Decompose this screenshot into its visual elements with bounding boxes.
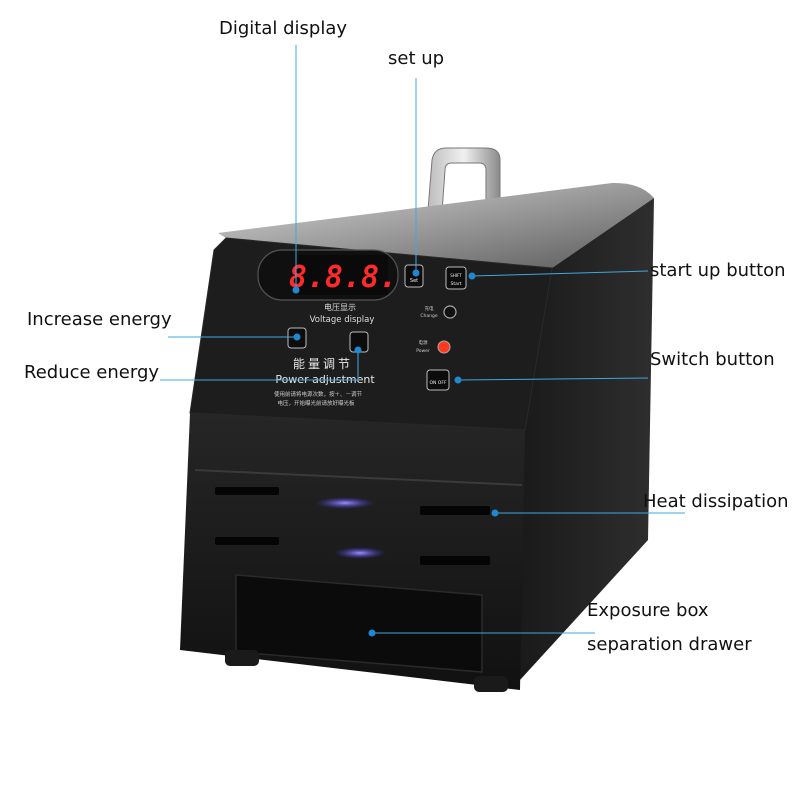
voltage-label-en: Voltage display: [310, 315, 375, 325]
start-button[interactable]: [445, 266, 467, 290]
set-key-label: Set: [410, 278, 418, 284]
power-indicator: [437, 340, 451, 354]
callout-increase-energy: Increase energy: [27, 309, 172, 330]
power-label-cn: 电源: [419, 339, 428, 346]
callout-switch-button: Switch button: [650, 349, 775, 370]
power-label-en: Power: [416, 348, 430, 354]
foot-left: [225, 650, 259, 666]
callout-reduce-energy: Reduce energy: [24, 362, 160, 383]
digital-display: [298, 255, 388, 295]
exposure-drawer[interactable]: [235, 574, 483, 673]
panel-note-2: 电压，开始曝光前请放好曝光板: [277, 399, 355, 407]
set-button[interactable]: [404, 264, 424, 288]
onoff-key-label: ON OFF: [429, 380, 446, 386]
callout-digital-display: Digital display: [219, 18, 348, 39]
display-readout: 8.8.8.: [289, 260, 397, 295]
callout-set-up: set up: [388, 48, 445, 69]
body-divider: [194, 469, 523, 486]
device-top: [218, 182, 654, 268]
callout-start-up-button: start up button: [650, 260, 786, 281]
change-indicator: [443, 305, 457, 319]
start-key-label: Start: [451, 281, 462, 287]
callout-separation-drawer: separation drawer: [587, 634, 752, 655]
voltage-label-cn: 电压显示: [324, 302, 356, 312]
start-key-top: SHIFT: [450, 273, 462, 278]
change-label-en: Change: [420, 313, 437, 319]
change-label-cn: 充电: [425, 305, 434, 312]
power-adjust-cn: 能量调节: [293, 357, 353, 371]
vent-glow-lower: [334, 547, 386, 559]
callout-heat-dissipation: Heat dissipation: [643, 491, 789, 512]
device-side: [520, 198, 654, 680]
vent-glow-upper: [315, 497, 375, 509]
callout-exposure-box: Exposure box: [587, 600, 709, 621]
callout-dots: [292, 269, 499, 637]
panel-note-1: 使用前请将电源次数，按＋、－调节: [274, 390, 363, 398]
callout-lines: [160, 45, 685, 634]
foot-right: [474, 676, 508, 692]
onoff-switch[interactable]: [426, 369, 450, 391]
heat-vents: [215, 487, 490, 565]
